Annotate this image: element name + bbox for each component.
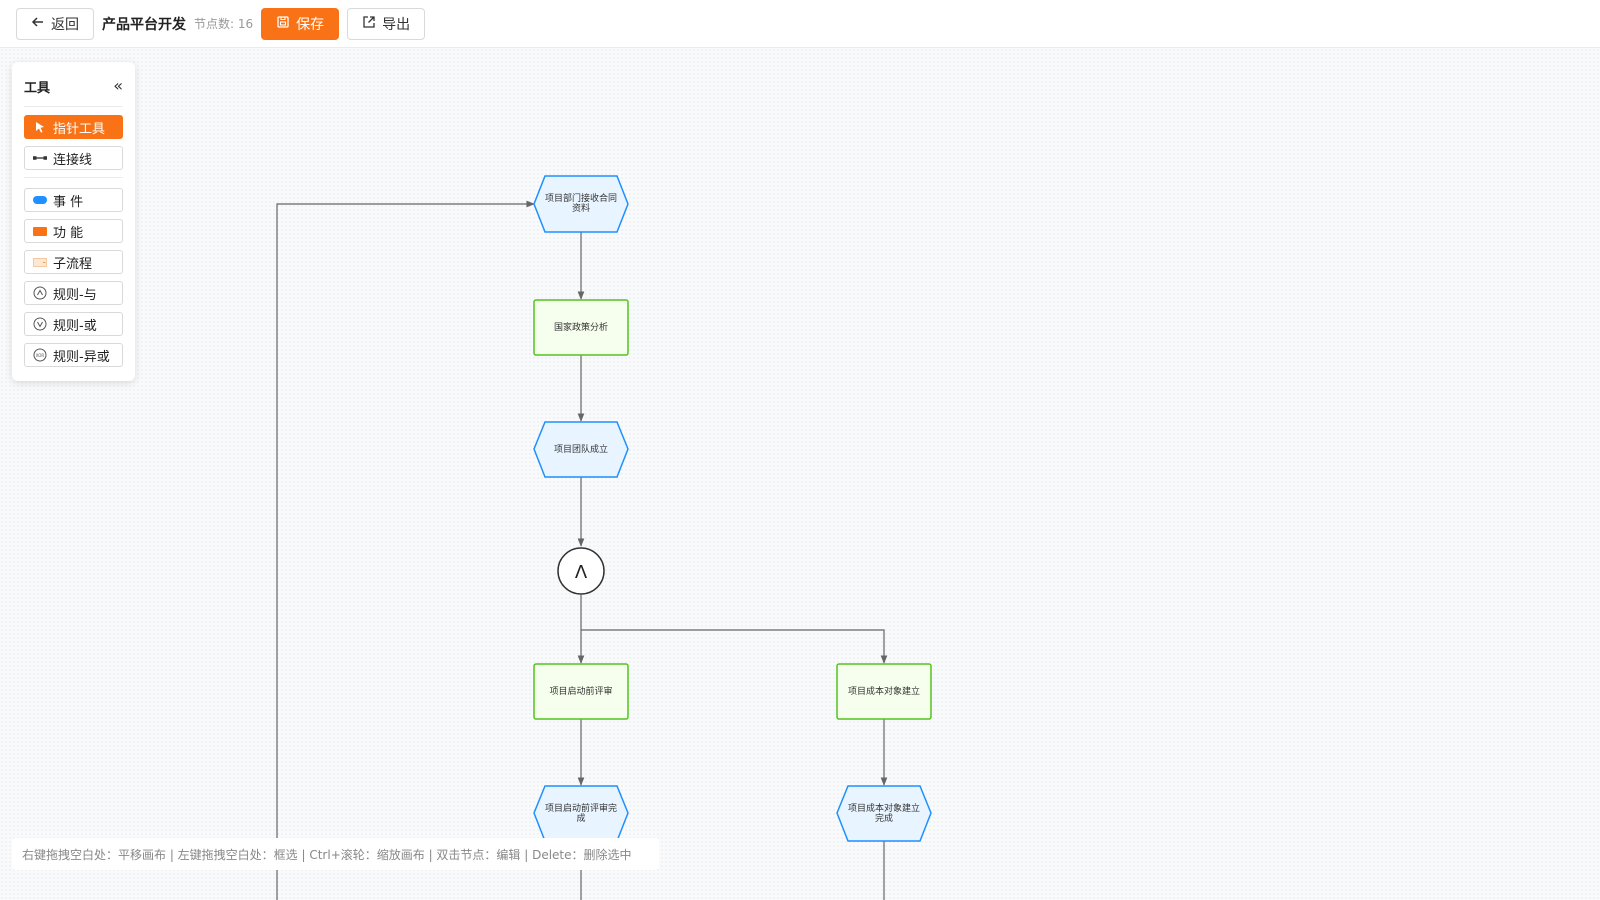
tool-label: 指针工具 — [53, 121, 106, 137]
tool-panel-header: 工具 « — [24, 70, 123, 102]
rule-xor-tool[interactable]: XOR 规则-异或 — [24, 343, 123, 367]
subprocess-tool[interactable]: 子流程 — [24, 250, 123, 274]
back-button[interactable]: 返回 — [16, 7, 94, 40]
export-icon — [362, 15, 376, 33]
node-label: 完成 — [875, 812, 893, 824]
tool-label: 规则-或 — [53, 318, 97, 334]
connectors — [276, 200, 888, 900]
node-label: 资料 — [572, 202, 590, 214]
event-node[interactable]: 项目部门接收合同 资料 — [533, 175, 629, 233]
divider — [24, 177, 123, 178]
connector-tool[interactable]: 连接线 — [24, 146, 123, 170]
tool-label: 子流程 — [53, 256, 93, 272]
arrow-left-icon — [31, 15, 45, 33]
function-node[interactable]: 项目成本对象建立 — [836, 663, 932, 720]
node-label: 国家政策分析 — [554, 321, 608, 333]
export-button-label: 导出 — [382, 16, 411, 33]
rule-and-icon — [33, 286, 47, 300]
save-button-label: 保存 — [296, 16, 325, 33]
export-button[interactable]: 导出 — [347, 7, 426, 40]
event-node[interactable]: 项目成本对象建立 完成 — [836, 785, 932, 842]
tool-label: 规则-与 — [53, 287, 97, 303]
function-icon — [33, 225, 47, 237]
pointer-tool[interactable]: 指针工具 — [24, 115, 123, 139]
tool-label: 连接线 — [53, 152, 93, 168]
subprocess-icon — [33, 256, 47, 268]
rule-or-tool[interactable]: 规则-或 — [24, 312, 123, 336]
tool-label: 规则-异或 — [53, 349, 110, 365]
collapse-icon[interactable]: « — [113, 76, 123, 95]
rule-and-gate[interactable]: Λ — [557, 547, 605, 595]
rule-and-tool[interactable]: 规则-与 — [24, 281, 123, 305]
connector-icon — [33, 152, 47, 164]
event-icon — [33, 194, 47, 206]
tool-panel-title: 工具 — [24, 80, 51, 96]
node-label: 项目成本对象建立 — [848, 685, 920, 697]
rule-or-icon — [33, 317, 47, 331]
svg-text:XOR: XOR — [36, 353, 45, 358]
shortcut-hints: 右键拖拽空白处：平移画布 | 左键拖拽空白处：框选 | Ctrl+滚轮：缩放画布… — [22, 847, 632, 862]
event-node[interactable]: 项目团队成立 — [533, 421, 629, 478]
node-label: 项目成本对象建立 — [848, 802, 920, 814]
node-label: 项目团队成立 — [554, 443, 608, 455]
tool-label: 功 能 — [53, 225, 84, 241]
diagram-canvas[interactable]: 项目部门接收合同 资料 国家政策分析 项目团队成立 Λ 项目启动前评审 项目成本… — [0, 48, 1600, 900]
save-icon — [276, 15, 290, 33]
save-button[interactable]: 保存 — [261, 7, 340, 40]
tool-label: 事 件 — [53, 194, 84, 210]
process-diagram: 项目部门接收合同 资料 国家政策分析 项目团队成立 Λ 项目启动前评审 项目成本… — [276, 175, 932, 900]
divider — [24, 106, 123, 107]
event-tool[interactable]: 事 件 — [24, 188, 123, 212]
edge-loop-back[interactable] — [276, 200, 535, 900]
node-count: 节点数: 16 — [194, 17, 254, 31]
cursor-icon — [33, 121, 47, 133]
back-button-label: 返回 — [51, 16, 79, 33]
function-node[interactable]: 国家政策分析 — [533, 299, 629, 356]
node-label: 成 — [576, 812, 585, 824]
event-node[interactable]: 项目启动前评审完 成 — [533, 785, 629, 842]
tool-panel: 工具 « 指针工具 连接线 事 件 功 能 子流程 — [12, 62, 135, 381]
top-toolbar: 返回 产品平台开发 节点数: 16 保存 导出 — [0, 0, 1600, 48]
gate-symbol: Λ — [575, 562, 588, 583]
status-bar: 右键拖拽空白处：平移画布 | 左键拖拽空白处：框选 | Ctrl+滚轮：缩放画布… — [12, 838, 659, 870]
edge-gate-n6[interactable] — [581, 629, 888, 664]
node-label: 项目部门接收合同 — [545, 192, 617, 204]
function-node[interactable]: 项目启动前评审 — [533, 663, 629, 720]
function-tool[interactable]: 功 能 — [24, 219, 123, 243]
node-label: 项目启动前评审完 — [545, 802, 617, 814]
node-label: 项目启动前评审 — [549, 685, 612, 697]
page-title: 产品平台开发 — [102, 16, 186, 33]
rule-xor-icon: XOR — [33, 348, 47, 362]
